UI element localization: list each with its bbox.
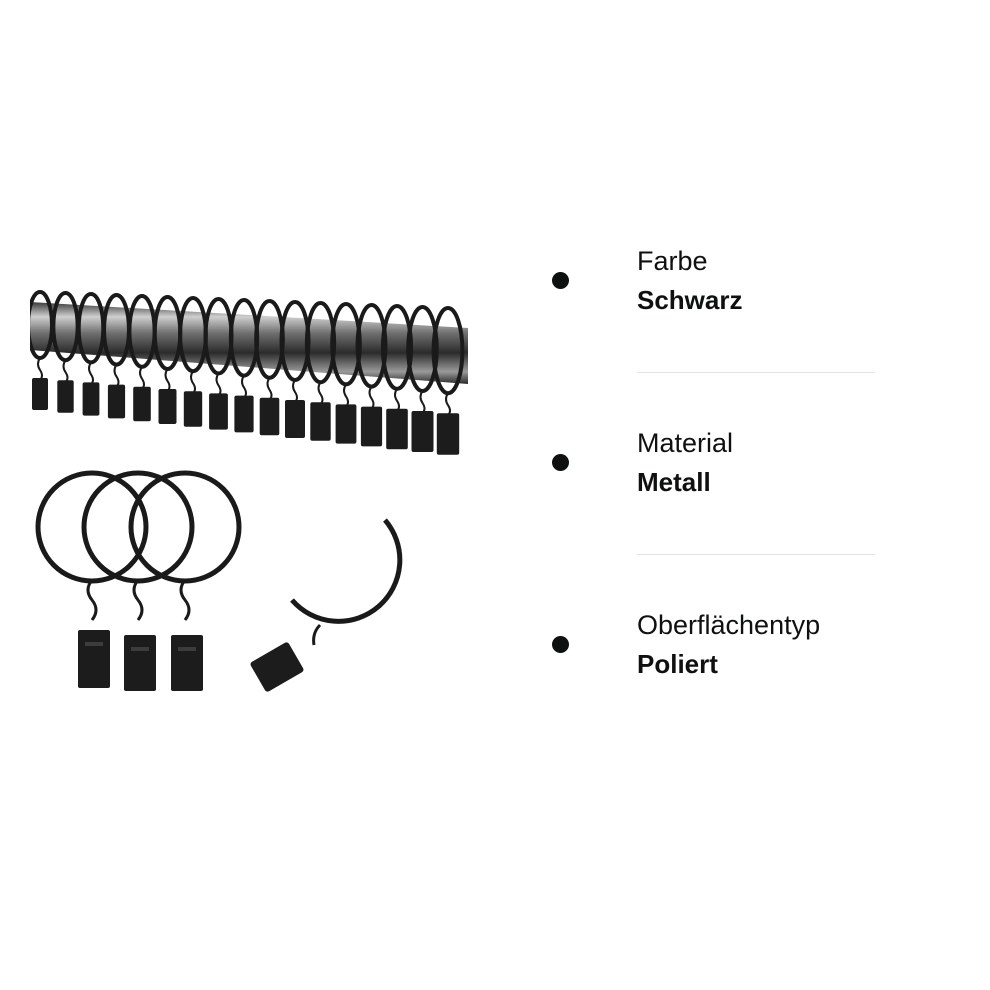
rod-ring [330,301,362,387]
rod-clip [360,406,383,447]
spec-label: Material [637,428,734,458]
open-ring [250,518,403,692]
divider [637,372,875,373]
rod-hook [190,370,196,394]
spec-list: Farbe Schwarz Material Metall Oberfläche… [540,238,880,784]
rod-clip [158,389,177,424]
rod-clip [386,408,408,450]
rod-ring [380,304,414,391]
rod-clip [183,391,203,427]
rod-hook [292,379,298,403]
spec-value: Metall [637,467,711,497]
rod-clip [259,397,280,436]
rod-clip [209,393,228,430]
rod-hook [368,386,375,410]
divider [637,554,875,555]
rod-clip [82,382,100,416]
rod-clip [133,386,151,422]
rod-clip [57,380,74,413]
rod-hook [37,357,43,381]
rod-clip [335,404,357,444]
rod-hook [266,377,273,401]
rod-hook [62,359,69,383]
product-image [30,280,475,710]
rod-hook [215,372,222,397]
rod-clip [234,395,254,433]
spec-row-surface: Oberflächentyp Poliert [540,602,880,784]
rod-clip [310,402,331,441]
rod-hook [317,381,324,405]
rod-hook [241,375,247,399]
bullet-icon [552,636,569,653]
rod-ring-group [30,290,465,455]
spec-value: Schwarz [637,285,743,315]
bullet-icon [552,454,569,471]
rod-clip [107,384,126,419]
rod-clip [411,411,434,452]
spec-row-material: Material Metall [540,420,880,602]
spec-row-color: Farbe Schwarz [540,238,880,420]
bullet-icon [552,272,569,289]
rod-clip [436,413,460,455]
rod-hook [139,366,145,390]
spec-value: Poliert [637,649,718,679]
rod-hook [419,390,426,414]
spec-label: Farbe [637,246,708,276]
rod-hook [343,383,349,408]
spec-label: Oberflächentyp [637,610,821,640]
rod-hook [113,364,120,388]
loose-rings [35,470,242,691]
rod-clip [32,378,48,410]
rod-hook [394,388,400,412]
rod-hook [88,361,94,386]
rod-hook [445,392,451,416]
rod-hook [164,368,171,392]
rod-clip [285,400,305,438]
